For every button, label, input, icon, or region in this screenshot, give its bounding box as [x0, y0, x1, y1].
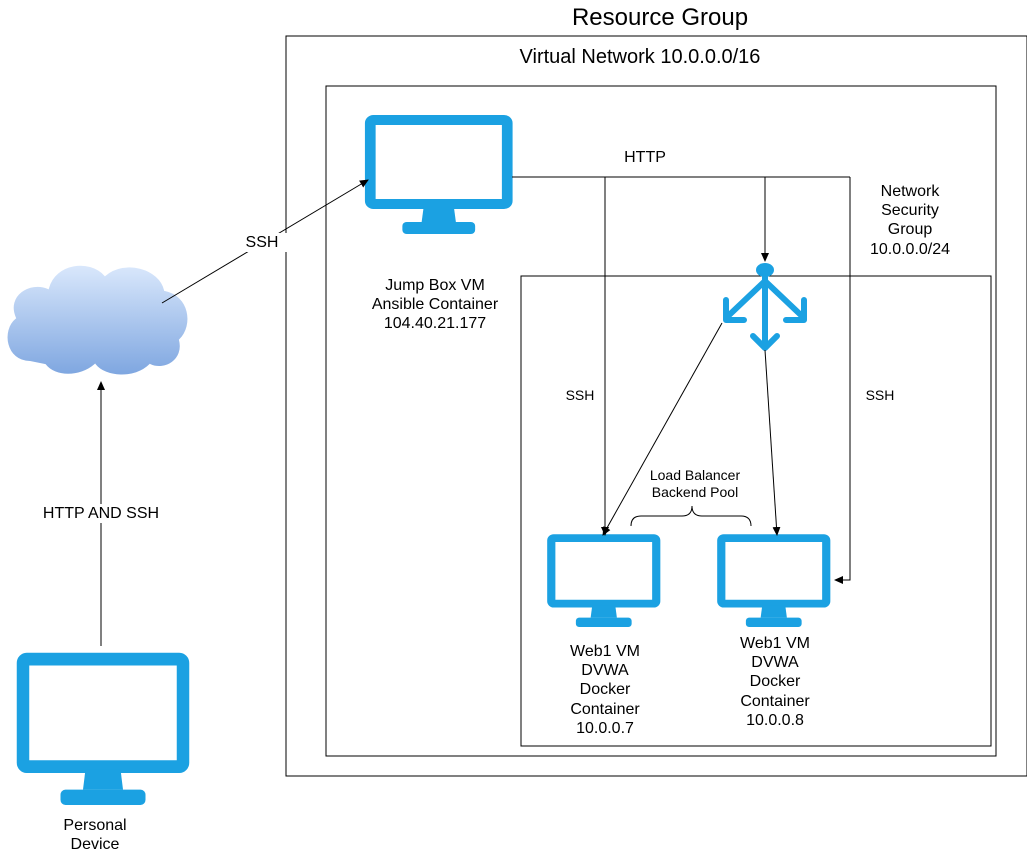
personal-device-label: Personal Device — [35, 816, 155, 854]
nsg-line-4: 10.0.0.0/24 — [869, 240, 951, 258]
connections — [97, 176, 851, 646]
cloud-icon — [5, 263, 190, 377]
web1-line-1: Web1 VM — [570, 643, 640, 660]
jumpbox-monitor-icon — [370, 120, 507, 234]
jumpbox-http-label: HTTP — [624, 149, 666, 166]
lb-to-web2-arrow — [764, 349, 781, 536]
nsg-label: Network Security Group 10.0.0.0/24 — [840, 182, 980, 259]
lb-to-web1-arrow — [602, 322, 723, 536]
web2-line-4: Container — [740, 692, 810, 710]
nsg-line-2: Security — [881, 202, 939, 220]
web2-monitor-icon — [721, 538, 826, 627]
internet-ssh-label: SSH — [232, 233, 292, 253]
lb-pool-label: Load Balancer Backend Pool — [640, 467, 750, 501]
ssh-left-label: SSH — [565, 387, 595, 403]
virtual-network-label: Virtual Network 10.0.0.0/16 — [519, 46, 761, 68]
web2-line-2: DVWA — [751, 654, 799, 672]
web2-label: Web1 VM DVWA Docker Container 10.0.0.8 — [715, 634, 835, 730]
web1-line-4: Container — [570, 700, 640, 718]
nsg-line-3: Group — [887, 221, 933, 239]
web2-line-5: 10.0.0.8 — [746, 711, 804, 729]
jumpbox-line-1: Jump Box VM — [385, 277, 485, 294]
nsg-line-1: Network — [880, 183, 940, 200]
virtual-network-box — [325, 85, 997, 757]
web2-line-3: Docker — [749, 673, 801, 691]
resource-group-box — [285, 35, 1027, 777]
web1-line-2: DVWA — [581, 662, 629, 680]
web1-monitor-icon — [551, 538, 656, 627]
jumpbox-label: Jump Box VM Ansible Container 104.40.21.… — [350, 276, 520, 334]
web1-label: Web1 VM DVWA Docker Container 10.0.0.7 — [545, 642, 665, 738]
personal-device-monitor-icon — [23, 659, 183, 805]
device-to-cloud-label: HTTP AND SSH — [26, 504, 176, 524]
personal-line-2: Device — [70, 836, 120, 854]
ssh-to-web2-arrow — [834, 177, 851, 584]
web2-line-1: Web1 VM — [740, 635, 810, 652]
nsg-subnet-box — [520, 275, 992, 747]
ssh-right-label: SSH — [865, 387, 895, 403]
web1-line-5: 10.0.0.7 — [576, 719, 634, 737]
jumpbox-line-2: Ansible Container — [371, 296, 499, 314]
lb-pool-line-1: Load Balancer — [649, 467, 741, 483]
web1-line-3: Docker — [579, 681, 631, 699]
personal-line-1: Personal — [63, 817, 127, 834]
jumpbox-line-3: 104.40.21.177 — [383, 315, 487, 333]
load-balancer-icon — [723, 263, 807, 351]
backend-pool-brace — [630, 505, 752, 527]
resource-group-label: Resource Group — [571, 4, 749, 31]
lb-pool-line-2: Backend Pool — [651, 483, 739, 500]
